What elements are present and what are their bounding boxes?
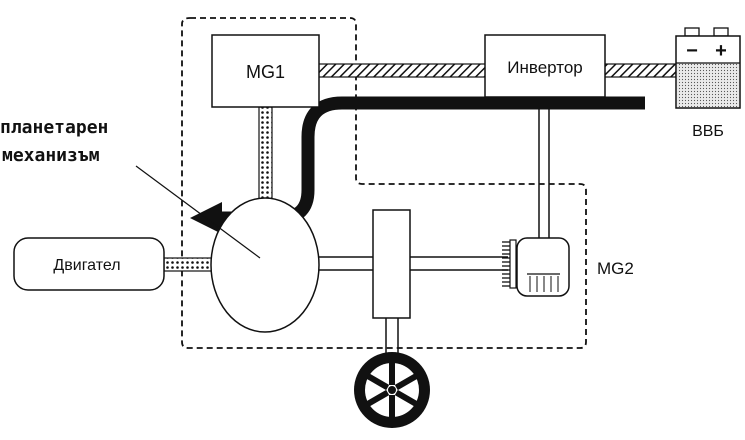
wheel-spoke [366,389,390,407]
battery [675,27,741,109]
wheel-spoke [394,373,418,391]
cable-mg1-inverter [317,63,487,78]
planetary-leader-line [135,165,261,259]
wheel-spoke [394,389,418,407]
mg2-label: MG2 [597,259,634,278]
wheel-spoke [366,373,390,391]
inverter-label: Инвертор [507,58,583,77]
dashed-boundary [181,17,587,349]
mg1-box [211,34,320,108]
reduction-gear [372,209,411,319]
shaft-engine-gear [163,257,217,272]
battery-label: ВВБ [692,123,724,140]
inverter-box [484,34,606,98]
mg2-motor [502,237,570,297]
engine-box [13,237,165,291]
planetary-label-line1: планетарен [0,117,108,138]
shaft-mg1-gear [258,106,273,203]
planetary-label-line2: механизъм [2,145,100,166]
engine-label: Двигател [53,257,120,274]
battery-minus-sign: − [686,40,698,62]
planetary-gear [210,197,320,333]
cable-inverter-battery [603,63,677,78]
battery-plus-sign: + [715,40,727,62]
mg1-label: MG1 [246,62,285,82]
wheel-icon [354,352,430,428]
